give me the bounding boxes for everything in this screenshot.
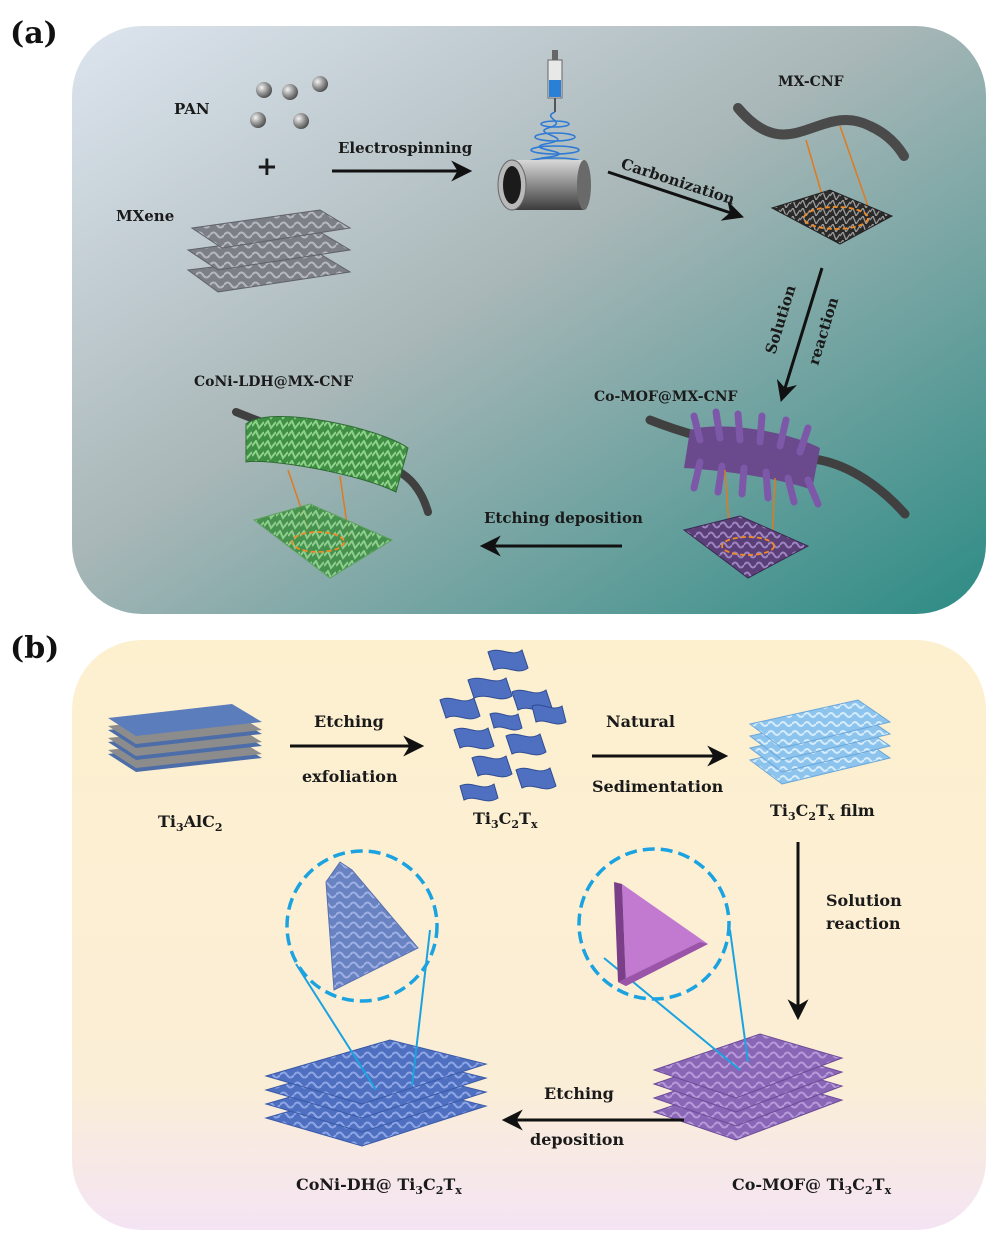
- solution-reaction-arrow-a: [776, 267, 824, 403]
- ldh-zoom: [285, 849, 439, 1091]
- mof-zoom-circle: [577, 847, 731, 1001]
- co-mof-zoom-a: [682, 469, 810, 579]
- syringe-icon: [547, 50, 563, 112]
- coni-ldh-zoom: [252, 469, 394, 579]
- mxene-stack-icon: [186, 209, 352, 293]
- panel-b-letter: (b): [10, 631, 59, 666]
- carbonization-arrow: [607, 170, 744, 221]
- coni-dh-film-icon: [264, 1039, 488, 1147]
- mxene-flakes-icon: [439, 649, 567, 802]
- coni-ldh-mx-cnf-label: CoNi-LDH@MX-CNF: [194, 374, 353, 390]
- panel-a: (a) PAN + MXene Electrospinning: [10, 16, 986, 614]
- etching-deposition-label: Etching deposition: [484, 509, 643, 527]
- ti3alc2-label: Ti3AlC2: [158, 812, 223, 834]
- coni-dh-ti3c2tx-label: CoNi-DH@ Ti3C2Tx: [296, 1175, 462, 1197]
- pan-spheres: [250, 76, 328, 129]
- co-mof-film-icon: [652, 1033, 844, 1141]
- carbon-nanofiber: [733, 103, 909, 161]
- natural-label: Natural: [606, 712, 675, 731]
- ti3alc2-stack-icon: [108, 704, 262, 772]
- ti3c2tx-film-icon: [748, 699, 892, 785]
- mx-cnf-zoom: [770, 125, 894, 245]
- coni-ldh-fiber: [232, 408, 432, 516]
- ldh-nanosheet-triangle-icon: [325, 861, 419, 991]
- exfoliation-label: exfoliation: [302, 767, 398, 786]
- co-mof-ti3c2tx-label: Co-MOF@ Ti3C2Tx: [732, 1175, 892, 1197]
- electrospinning-label: Electrospinning: [338, 139, 473, 157]
- co-mof-mx-cnf-fiber: [645, 408, 910, 519]
- ldh-zoom-circle: [285, 849, 439, 1003]
- panel-b: (b) Ti3AlC2 Etching exfoliation: [10, 631, 986, 1230]
- solution-label-b: Solution: [826, 891, 902, 910]
- co-mof-mx-cnf-label: Co-MOF@MX-CNF: [594, 389, 738, 405]
- mof-zoom: [577, 847, 749, 1071]
- mx-cnf-label: MX-CNF: [778, 74, 844, 90]
- reaction-label-b: reaction: [826, 914, 901, 933]
- pan-label: PAN: [174, 100, 210, 118]
- plus-sign: +: [256, 152, 278, 182]
- ti3c2tx-label: Ti3C2Tx: [473, 809, 538, 831]
- etching-label-b: Etching: [314, 712, 384, 731]
- sedimentation-label: Sedimentation: [592, 777, 724, 796]
- deposition-label-b: deposition: [530, 1130, 624, 1149]
- mof-octahedron-icon: [614, 882, 708, 986]
- panel-a-letter: (a): [10, 16, 58, 51]
- mxene-label: MXene: [116, 207, 174, 225]
- etching-label-b2: Etching: [544, 1084, 614, 1103]
- ti3c2tx-film-label: Ti3C2Tx film: [770, 801, 875, 823]
- collector-drum-icon: [497, 159, 591, 211]
